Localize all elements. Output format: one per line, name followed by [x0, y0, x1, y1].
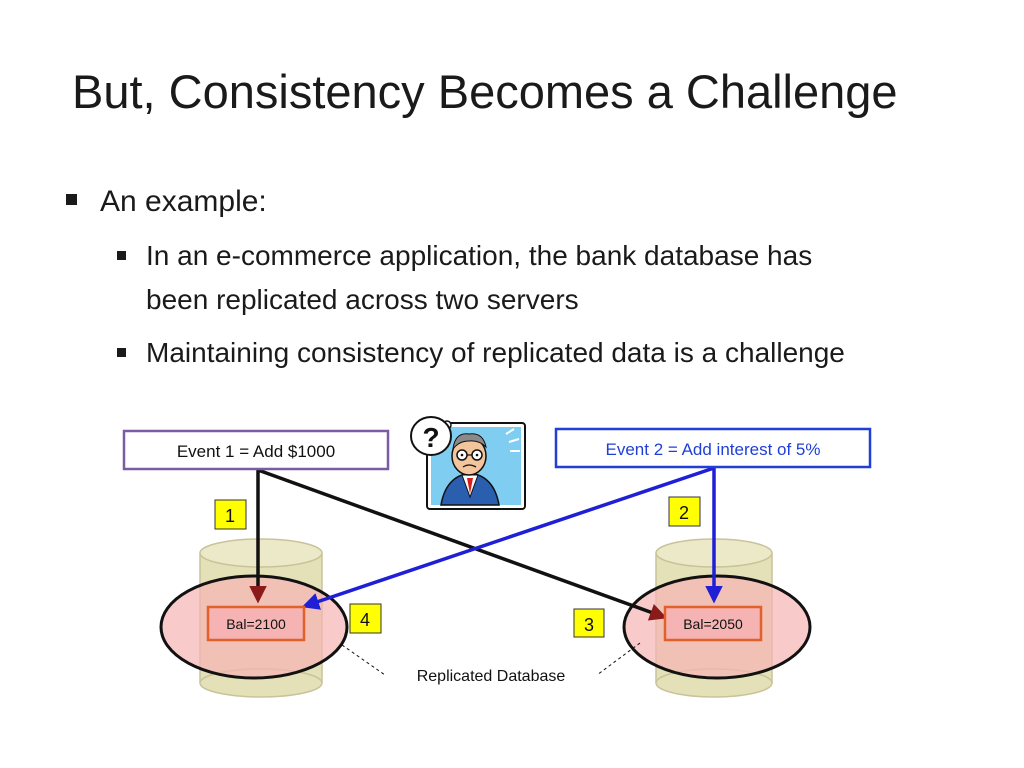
- bullet-an-example: An example:: [100, 185, 267, 218]
- arrow-event1-to-right: [257, 468, 668, 621]
- event2-box: Event 2 = Add interest of 5%: [554, 427, 872, 469]
- balance-right-text: Bal=2050: [683, 616, 743, 632]
- step-3-text: 3: [584, 615, 594, 635]
- bullet-ecommerce-line-2: been replicated across two servers: [146, 284, 579, 315]
- bullet-consistency: Maintaining consistency of replicated da…: [146, 337, 845, 368]
- step-4-box: 4: [349, 603, 382, 634]
- confused-person-icon: ?: [410, 416, 526, 510]
- step-3-box: 3: [573, 608, 605, 638]
- question-mark-glyph: ?: [422, 422, 439, 453]
- step-4-text: 4: [360, 610, 370, 630]
- bullet-marker: [66, 194, 77, 205]
- bullet-marker: [117, 348, 126, 357]
- label-leader-left: [341, 644, 386, 676]
- balance-left-text: Bal=2100: [226, 616, 286, 632]
- replicated-database-label: Replicated Database: [417, 668, 566, 685]
- balance-box-right: Bal=2050: [663, 605, 763, 642]
- event2-text: Event 2 = Add interest of 5%: [606, 440, 821, 459]
- bullet-ecommerce-line-1: In an e-commerce application, the bank d…: [146, 240, 813, 271]
- label-leader-right: [596, 642, 641, 676]
- bullet-marker: [117, 251, 126, 260]
- step-2-box: 2: [668, 496, 701, 527]
- balance-box-left: Bal=2100: [206, 605, 306, 642]
- arrow-event2-to-left: [301, 466, 715, 610]
- step-2-text: 2: [679, 503, 689, 523]
- step-1-text: 1: [225, 506, 235, 526]
- step-1-box: 1: [214, 499, 247, 530]
- event1-box: Event 1 = Add $1000: [122, 429, 390, 471]
- slide-title: But, Consistency Becomes a Challenge: [72, 65, 898, 118]
- event1-text: Event 1 = Add $1000: [177, 442, 335, 461]
